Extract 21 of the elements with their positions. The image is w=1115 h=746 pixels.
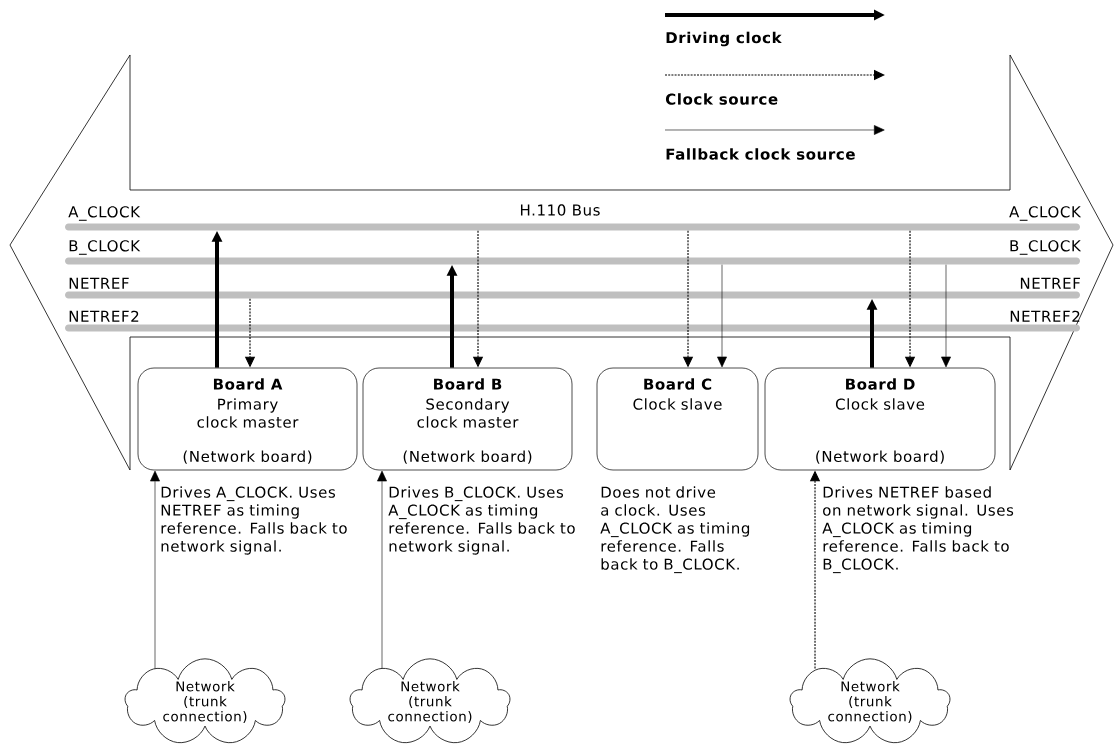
network-cloud: Network (trunk connection) xyxy=(124,658,286,744)
board-box: Board A Primary clock master (Network board) xyxy=(137,367,358,471)
board-box: Board B Secondary clock master (Network board) xyxy=(362,367,573,471)
legend-text: Fallback clock source xyxy=(666,148,855,160)
bus-line: B_CLOCK B_CLOCK xyxy=(65,240,1082,265)
board-box: Board C Clock slave xyxy=(596,367,759,471)
description-text: Drives A_CLOCK. Uses NETREF as timing reference. Falls back to network signal. xyxy=(161,486,347,555)
network-cloud: Network (trunk connection) xyxy=(349,658,511,744)
arrow xyxy=(377,470,387,669)
board-box: Board D Clock slave (Network board) xyxy=(764,367,996,471)
legend-text: Driving clock xyxy=(666,31,782,47)
description-text: Does not drive a clock. Uses A_CLOCK as timing reference. Falls back to B_CLOCK. xyxy=(600,486,750,574)
legend-text: Clock source xyxy=(665,93,778,105)
description-text: Drives NETREF based on network signal. Uses A_CLOCK as timing reference. Falls back to B_CLOCK. xyxy=(822,486,1014,574)
arrow xyxy=(150,470,160,669)
arrow xyxy=(941,264,951,368)
bus-line: NETREF NETREF xyxy=(65,277,1080,299)
network-cloud: Network (trunk connection) xyxy=(789,658,951,744)
arrow xyxy=(717,264,727,368)
description-text: Drives B_CLOCK. Uses A_CLOCK as timing reference. Falls back to network signal. xyxy=(388,486,575,555)
bus-line: NETREF2 NETREF2 xyxy=(65,310,1080,332)
